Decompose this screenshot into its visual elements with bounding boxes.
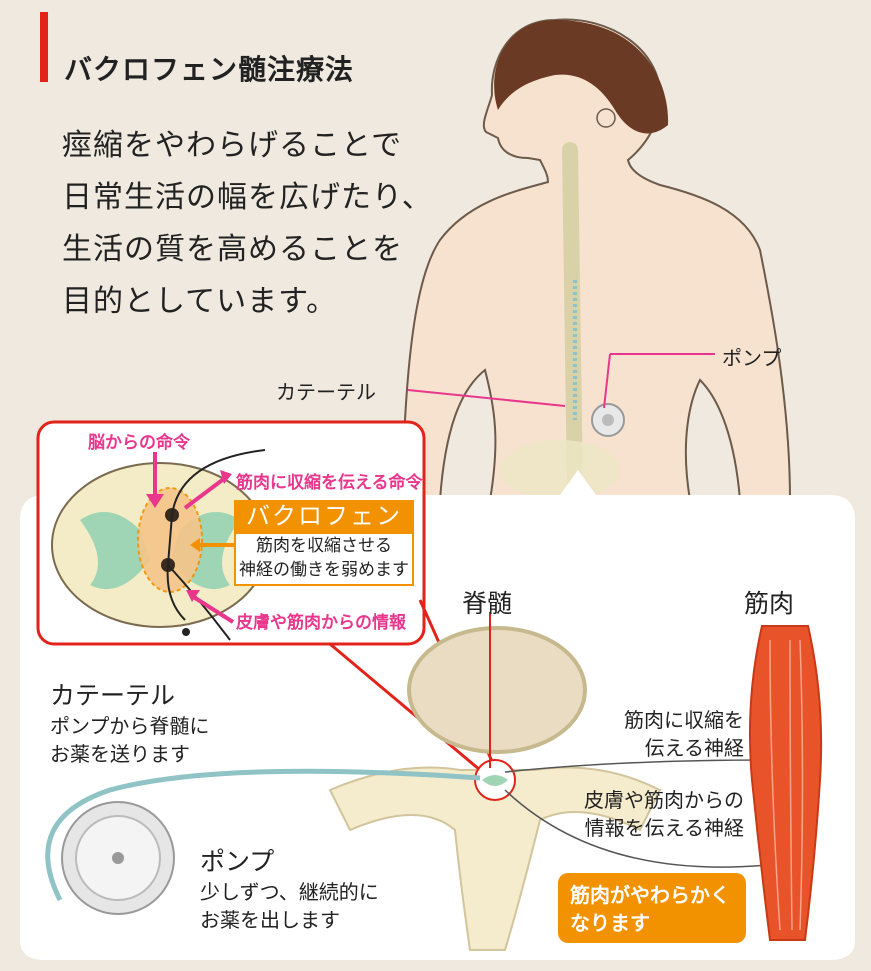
lead-line-1: 痙縮をやわらげることで xyxy=(62,120,402,164)
sensory-nerve-label: 皮膚や筋肉からの 情報を伝える神経 xyxy=(570,786,744,842)
muscle-label: 筋肉 xyxy=(744,584,794,620)
pump-desc-line-2: お薬を出します xyxy=(200,906,379,934)
spinal-cord-label: 脊髄 xyxy=(462,584,512,620)
catheter-top-label: カテーテル xyxy=(276,376,376,405)
sensory-nerve-line-1: 皮膚や筋肉からの xyxy=(570,786,744,814)
pump-desc-line-1: 少しずつ、継続的に xyxy=(200,878,379,906)
page-title: バクロフェン髄注療法 xyxy=(64,48,354,88)
title-accent-bar xyxy=(40,12,48,82)
muscle-command-label: 筋肉に収縮を伝える命令 xyxy=(236,468,423,493)
catheter-description: ポンプから脊髄に お薬を送ります xyxy=(50,712,209,768)
lead-line-4: 目的としています。 xyxy=(62,276,337,320)
result-line-2: なります xyxy=(570,909,734,937)
baclofen-desc-line-1: 筋肉を収縮させる xyxy=(236,534,412,558)
catheter-title: カテーテル xyxy=(50,676,175,712)
brain-command-label: 脳からの命令 xyxy=(88,428,190,453)
motor-nerve-line-1: 筋肉に収縮を xyxy=(604,706,744,734)
motor-nerve-label: 筋肉に収縮を 伝える神経 xyxy=(604,706,744,762)
baclofen-description: 筋肉を収縮させる 神経の働きを弱めます xyxy=(234,532,414,586)
woman-figure xyxy=(400,20,790,500)
lead-line-2: 日常生活の幅を広げたり、 xyxy=(62,172,433,216)
result-badge: 筋肉がやわらかく なります xyxy=(558,873,746,943)
pump-description: 少しずつ、継続的に お薬を出します xyxy=(200,878,379,934)
catheter-desc-line-2: お薬を送ります xyxy=(50,740,209,768)
pump-title: ポンプ xyxy=(200,842,274,878)
pump-device xyxy=(62,802,174,914)
result-line-1: 筋肉がやわらかく xyxy=(570,881,734,909)
sensory-nerve-line-2: 情報を伝える神経 xyxy=(570,814,744,842)
skin-info-label: 皮膚や筋肉からの情報 xyxy=(236,608,406,633)
lead-line-3: 生活の質を高めることを xyxy=(62,224,403,268)
motor-nerve-line-2: 伝える神経 xyxy=(604,734,744,762)
pump-top-label: ポンプ xyxy=(722,342,781,371)
baclofen-desc-line-2: 神経の働きを弱めます xyxy=(236,558,412,582)
baclofen-label: バクロフェン xyxy=(234,500,414,532)
catheter-desc-line-1: ポンプから脊髄に xyxy=(50,712,209,740)
